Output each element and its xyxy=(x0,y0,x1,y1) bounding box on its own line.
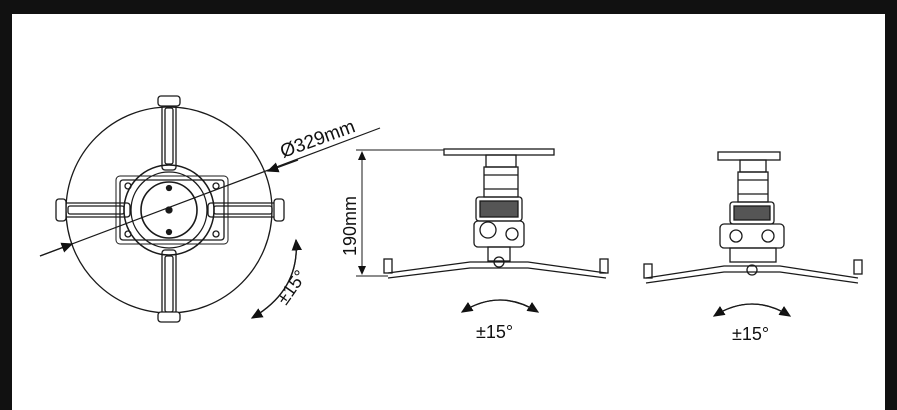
tilt-label-front-view: ±15° xyxy=(732,324,769,344)
side-view xyxy=(356,148,609,313)
height-dimension-label: 190mm xyxy=(340,196,360,256)
tilt-label-top-view: ±15° xyxy=(273,266,311,308)
front-view xyxy=(643,151,863,317)
diameter-label: Ø329mm xyxy=(278,116,359,162)
top-view xyxy=(39,95,381,323)
tilt-label-side-view: ±15° xyxy=(476,322,513,342)
